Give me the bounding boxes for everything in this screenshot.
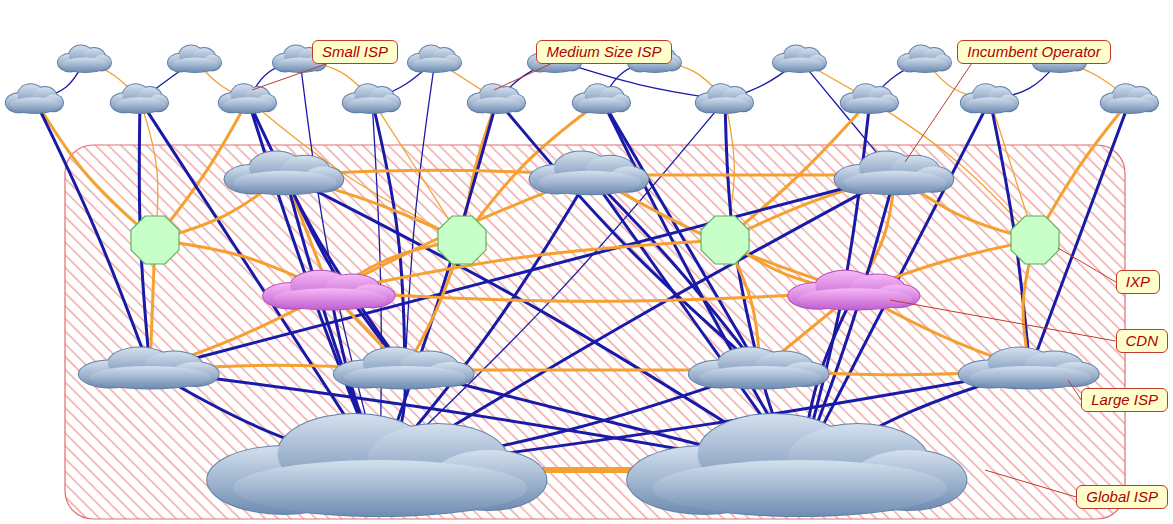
cloud-puff	[798, 288, 912, 309]
callout-label: Global ISP	[1086, 488, 1158, 506]
cloud-puff	[699, 366, 820, 388]
isp-cloud	[958, 347, 1100, 390]
isp-cloud	[572, 83, 631, 114]
isp-cloud	[218, 83, 277, 114]
callout-label: Small ISP	[322, 43, 388, 61]
isp-cloud	[5, 83, 64, 114]
isp-cloud	[626, 413, 967, 517]
callout-box: IXP	[1116, 270, 1160, 294]
leader-line	[494, 64, 550, 90]
cloud-puff	[969, 366, 1090, 388]
leader-line	[890, 300, 1116, 341]
cloud-puff	[577, 97, 627, 113]
cloud-puff	[1105, 97, 1155, 113]
isp-cloud	[840, 83, 899, 114]
cloud-puff	[172, 57, 218, 72]
cloud-puff	[965, 97, 1015, 113]
isp-cloud	[772, 44, 827, 73]
isp-cloud	[57, 44, 112, 73]
isp-cloud	[688, 347, 830, 390]
cloud-puff	[843, 171, 946, 195]
callout-label: Large ISP	[1091, 391, 1158, 409]
isp-cloud	[206, 413, 547, 517]
cdn-cloud	[787, 270, 920, 311]
node-shapes	[5, 44, 1159, 517]
isp-cloud	[110, 83, 169, 114]
leader-layer-top	[252, 64, 1116, 497]
cloud-puff	[233, 460, 527, 516]
callout-label: IXP	[1126, 273, 1150, 291]
cloud-puff	[10, 97, 60, 113]
ixp-octagon	[701, 216, 749, 264]
leader-line	[905, 64, 971, 162]
callout-box: Small ISP	[312, 40, 398, 64]
peering-link	[35, 100, 155, 240]
isp-cloud	[167, 44, 222, 73]
cloud-puff	[273, 288, 387, 309]
cloud-puff	[233, 171, 336, 195]
isp-cloud	[1100, 83, 1159, 114]
transit-link	[150, 175, 895, 370]
cdn-cloud	[262, 270, 395, 311]
transit-link	[602, 100, 760, 370]
peering-link	[1035, 100, 1130, 240]
isp-cloud	[78, 347, 220, 390]
isp-cloud	[897, 44, 952, 73]
cloud-puff	[472, 97, 522, 113]
cloud-puff	[115, 97, 165, 113]
isp-cloud	[695, 83, 754, 114]
transit-link	[380, 100, 725, 470]
leader-line	[1068, 380, 1081, 400]
isp-cloud	[224, 150, 345, 195]
isp-cloud	[529, 150, 650, 195]
cloud-puff	[777, 57, 823, 72]
cloud-puff	[89, 366, 210, 388]
transit-link	[497, 100, 760, 370]
cloud-puff	[902, 57, 948, 72]
peering-link	[330, 240, 725, 292]
cloud-puff	[700, 97, 750, 113]
isp-cloud	[342, 83, 401, 114]
callout-label: CDN	[1126, 332, 1159, 350]
cloud-puff	[412, 57, 458, 72]
callout-box: Global ISP	[1076, 485, 1168, 509]
callout-box: Large ISP	[1081, 388, 1168, 412]
cloud-puff	[653, 460, 947, 516]
cloud-puff	[62, 57, 108, 72]
leader-line	[252, 64, 326, 90]
leader-line	[985, 470, 1076, 497]
ixp-octagon	[438, 216, 486, 264]
peering-link	[330, 292, 855, 301]
ixp-octagon	[131, 216, 179, 264]
transit-link	[590, 175, 760, 370]
isp-cloud	[333, 347, 475, 390]
isp-cloud	[467, 83, 526, 114]
ixp-octagon	[1011, 216, 1059, 264]
cloud-puff	[538, 171, 641, 195]
cloud-puff	[845, 97, 895, 113]
isp-cloud	[960, 83, 1019, 114]
cloud-puff	[347, 97, 397, 113]
callout-box: Incumbent Operator	[957, 40, 1110, 64]
cloud-puff	[223, 97, 273, 113]
core-region	[65, 145, 1125, 519]
leader-line	[1058, 248, 1116, 282]
transit-link	[800, 100, 990, 470]
isp-cloud	[834, 150, 955, 195]
callout-box: Medium Size ISP	[536, 40, 671, 64]
callout-box: CDN	[1116, 329, 1169, 353]
callout-label: Incumbent Operator	[967, 43, 1100, 61]
cloud-puff	[344, 366, 465, 388]
isp-cloud	[407, 44, 462, 73]
transit-link	[300, 60, 380, 470]
link-layer	[35, 60, 1130, 470]
callout-label: Medium Size ISP	[546, 43, 661, 61]
